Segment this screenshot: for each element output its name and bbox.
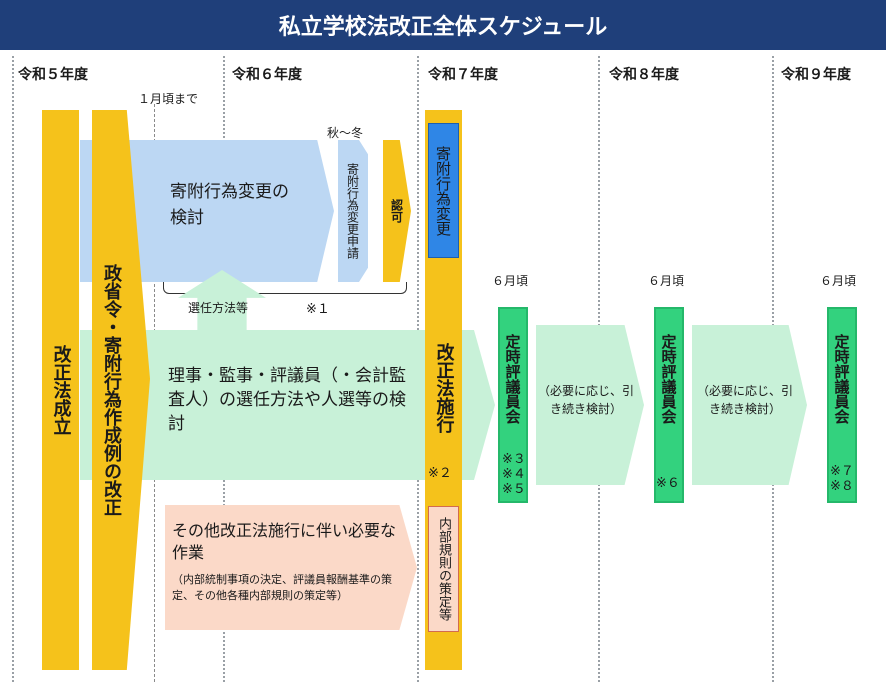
regular-council-meeting-3 bbox=[827, 307, 857, 503]
blue-band-text: 寄附行為変更の検討 bbox=[170, 182, 289, 228]
law-passed-bar: 改正法成立 bbox=[42, 110, 79, 670]
internal-rules-box: 内部規則の策定等 bbox=[428, 506, 459, 632]
approval-arrow: 認可 bbox=[383, 140, 411, 282]
jan-label: １月頃まで bbox=[138, 92, 199, 106]
meeting-label-1: 定時評議員会 bbox=[503, 333, 522, 424]
enforcement-note: ※２ bbox=[428, 466, 452, 481]
page-title: 私立学校法改正全体スケジュール bbox=[0, 0, 886, 50]
pink-band-title: その他改正法施行に伴い必要な作業 bbox=[172, 521, 397, 562]
green-band-text: 理事・監事・評議員（・会計監査人）の選任方法や人選等の検討 bbox=[168, 366, 406, 434]
meeting-notes-1: ※３ ※４ ※５ bbox=[502, 452, 526, 497]
june-label-1: ６月頃 bbox=[492, 274, 529, 288]
continue-arrow-1 bbox=[536, 325, 644, 485]
year-r8: 令和８年度 bbox=[609, 67, 679, 83]
year-divider bbox=[12, 56, 14, 682]
continue-text-2: （必要に応じ、引き続き検討） bbox=[696, 384, 793, 416]
june-label-3: ６月頃 bbox=[820, 274, 857, 288]
meeting-notes-2: ※６ bbox=[656, 476, 680, 491]
endowment-change-box: 寄附行為変更 bbox=[428, 123, 459, 258]
continue-text-1: （必要に応じ、引き続き検討） bbox=[537, 384, 634, 416]
enforcement-label: 改正法施行 bbox=[433, 343, 455, 433]
meeting-label-3: 定時評議員会 bbox=[832, 333, 851, 424]
pink-band-detail: （内部統制事項の決定、評議員報酬基準の策定、その他各種内部規則の策定等） bbox=[172, 573, 392, 602]
blue-band-arrowhead bbox=[310, 140, 334, 282]
continue-arrow-2 bbox=[692, 325, 807, 485]
brace bbox=[163, 282, 407, 294]
meeting-notes-3: ※７ ※８ bbox=[830, 464, 854, 494]
up-arrow-label: 選任方法等 bbox=[188, 301, 249, 315]
brace-note: ※１ bbox=[306, 302, 330, 317]
endowment-change-application: 寄附行為変更申請 bbox=[338, 140, 368, 282]
meeting-label-2: 定時評議員会 bbox=[659, 333, 678, 424]
year-r6: 令和６年度 bbox=[232, 67, 302, 83]
pink-band bbox=[165, 505, 395, 630]
year-r7: 令和７年度 bbox=[428, 67, 498, 83]
pink-band-arrowhead bbox=[395, 505, 417, 630]
year-r5: 令和５年度 bbox=[18, 67, 88, 83]
year-r9: 令和９年度 bbox=[781, 67, 851, 83]
autumn-label: 秋～冬 bbox=[327, 126, 364, 140]
regular-council-meeting-1 bbox=[498, 307, 528, 503]
regular-council-meeting-2 bbox=[654, 307, 684, 503]
june-label-2: ６月頃 bbox=[648, 274, 685, 288]
